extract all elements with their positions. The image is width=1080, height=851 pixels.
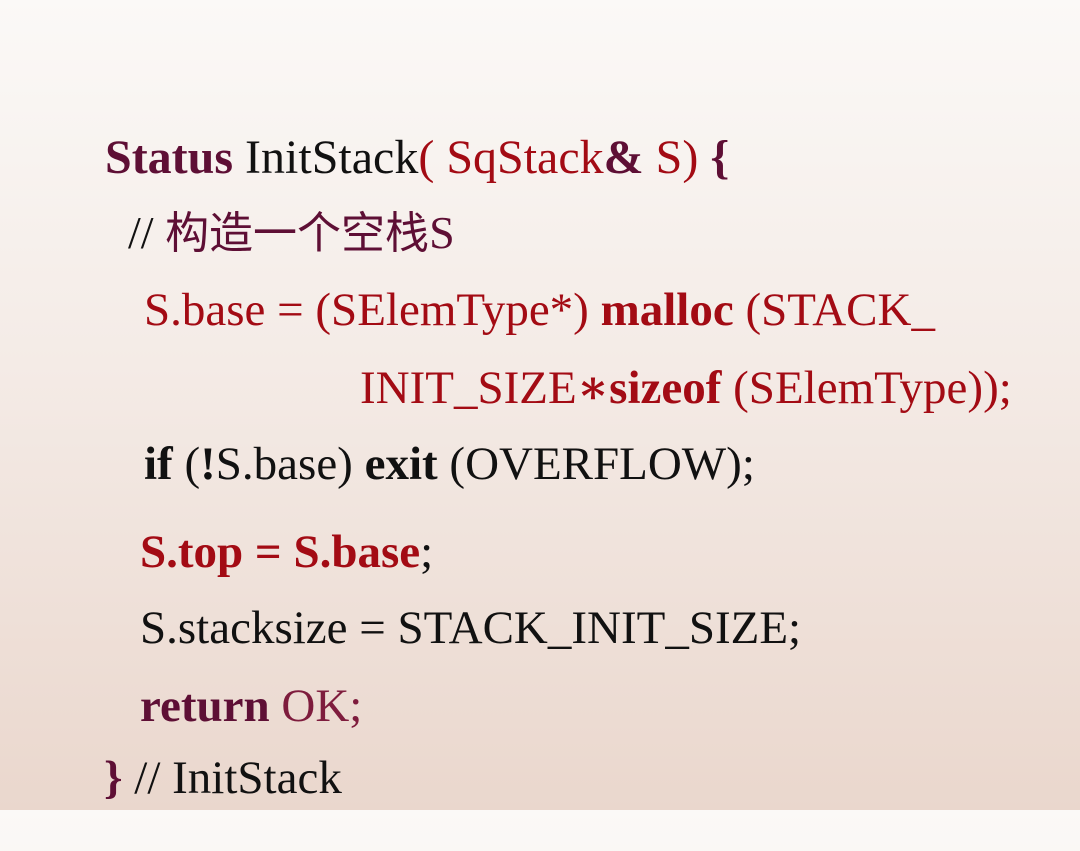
function-name: InitStack	[233, 131, 419, 184]
code-line-sizeof: INIT_SIZE∗sizeof (SElemType));	[313, 318, 1012, 459]
paren: (	[172, 438, 201, 490]
init-token: INIT	[360, 362, 454, 414]
size-token: SIZE	[477, 362, 577, 414]
comment-slashes: //	[128, 207, 166, 258]
keyword-exit: exit	[364, 438, 438, 490]
slide: Status InitStack( SqStack& S) { // 构造一个空…	[57, 86, 1012, 802]
code-line-top: S.top = S.base;	[93, 482, 433, 623]
keyword-return: return	[140, 680, 270, 732]
code-line-if: if (!S.base) exit (OVERFLOW);	[97, 394, 755, 535]
base-check: S.base)	[215, 438, 365, 490]
code-line-comment: // 构造一个空栈S	[82, 164, 455, 302]
param-type: SqStack	[446, 131, 604, 184]
param-name: S)	[643, 131, 711, 184]
sizeof-arg: (SElemType));	[721, 362, 1012, 414]
underscore: _	[665, 602, 689, 654]
return-value: OK;	[269, 680, 363, 732]
semicolon: ;	[420, 526, 434, 578]
top-assign: S.top = S.base	[140, 526, 421, 578]
paren-open: (	[418, 131, 447, 184]
brace-close: }	[104, 752, 123, 804]
reference-ampersand: &	[603, 131, 644, 184]
stacksize-assign: S.stacksize = STACK	[140, 602, 548, 654]
size-token: SIZE;	[688, 602, 802, 654]
closing-comment: // InitStack	[122, 752, 342, 804]
multiply-operator: ∗	[576, 362, 610, 414]
stack-token: (STACK	[733, 284, 912, 336]
keyword-if: if	[144, 438, 173, 490]
keyword-malloc: malloc	[600, 284, 734, 336]
overflow-arg: (OVERFLOW);	[437, 438, 755, 490]
not-operator: !	[200, 438, 216, 490]
code-line-return: return OK;	[93, 636, 362, 777]
code-line-malloc: S.base = (SElemType*) malloc (STACK_	[97, 240, 935, 381]
code-line-close: } // InitStack	[57, 708, 342, 849]
keyword-status: Status	[105, 131, 234, 184]
underscore: _	[547, 602, 572, 654]
init-token: INIT	[571, 602, 666, 654]
base-assign: S.base = (SElemType*)	[144, 284, 601, 336]
underscore: _	[911, 284, 935, 336]
underscore: _	[453, 362, 478, 414]
code-line-stacksize: S.stacksize = STACK_INIT_SIZE;	[93, 558, 801, 699]
comment-cjk-text: 构造一个空栈	[165, 208, 430, 259]
code-line-signature: Status InitStack( SqStack& S) {	[57, 86, 729, 230]
keyword-sizeof: sizeof	[609, 362, 722, 414]
comment-s: S	[429, 207, 455, 258]
brace-open: {	[710, 131, 730, 184]
